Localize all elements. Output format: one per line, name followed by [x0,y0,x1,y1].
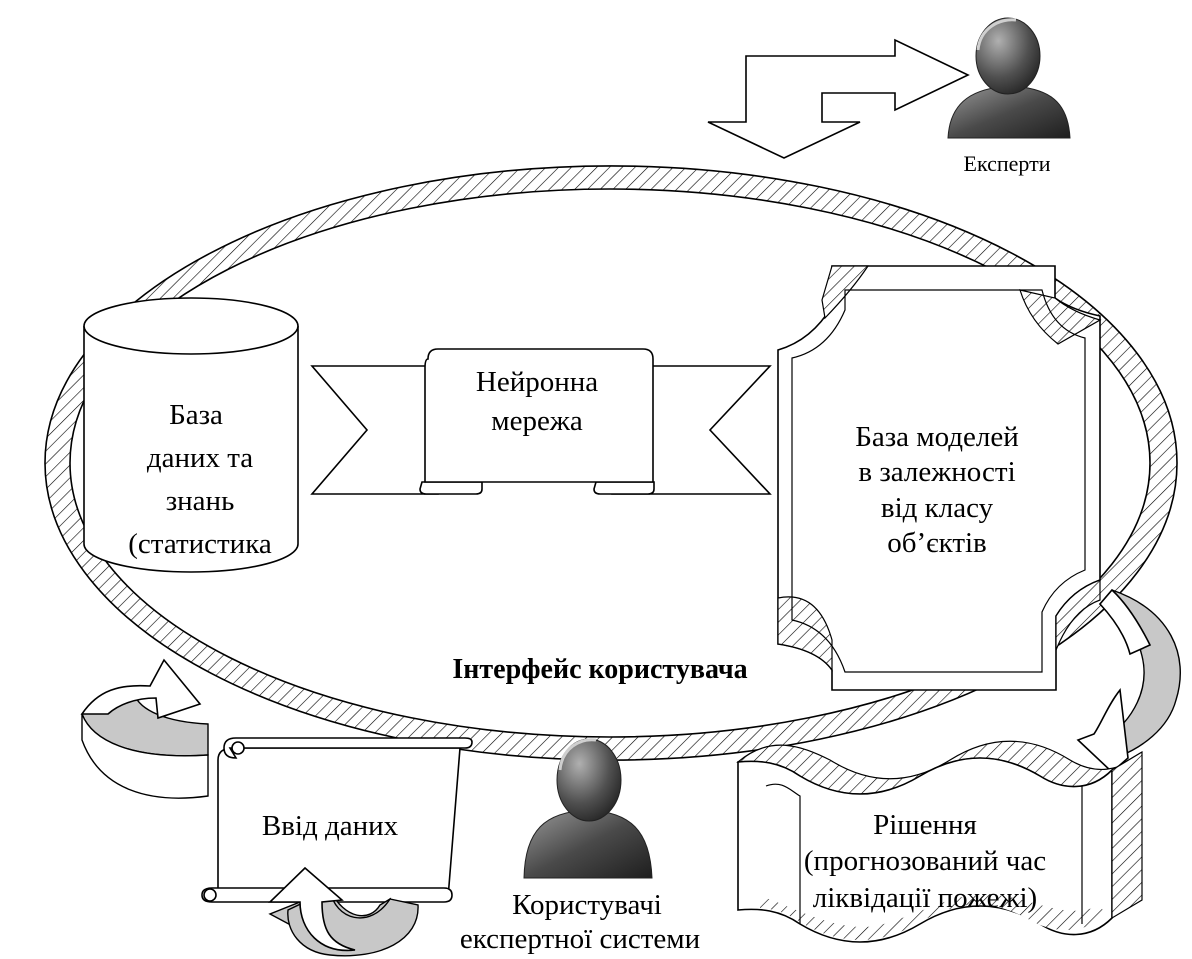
model-base-line-1: База моделей [855,421,1019,453]
database-line-1: База [169,399,223,431]
solution-wavy-banner [736,740,1143,943]
neural-network-line-1: Нейронна [476,366,598,398]
solution-line-1: Рішення [873,809,977,841]
model-base-line-2: в залежності [858,456,1015,488]
model-base-line-4: об’єктів [887,527,987,559]
database-line-4: (статистика [128,528,272,560]
experts-double-arrow [707,38,970,159]
database-line-2: даних та [147,442,253,474]
solution-line-3: ліквідації пожежі) [813,882,1037,914]
neural-network-line-2: мережа [491,405,583,437]
database-line-3: знань [166,485,235,517]
input-curved-arrow [80,658,209,799]
neural-network-ribbon [310,348,772,495]
data-input-label: Ввід даних [262,810,399,842]
users-line-1: Користувачі [512,889,662,921]
users-line-2: експертної системи [460,923,700,955]
user-interface-label: Інтерфейс користувача [452,654,747,685]
database-cylinder-icon [83,297,299,573]
users-person-icon [523,738,653,879]
user-interface-ring [44,165,1178,761]
solution-line-2: (прогнозований час [804,845,1046,877]
model-base-line-3: від класу [881,492,994,524]
experts-person-icon [947,17,1071,139]
model-base-frame [777,265,1102,691]
experts-label: Експерти [964,151,1051,176]
solution-curved-arrow [1076,588,1181,774]
data-input-loop-arrow [268,866,419,957]
